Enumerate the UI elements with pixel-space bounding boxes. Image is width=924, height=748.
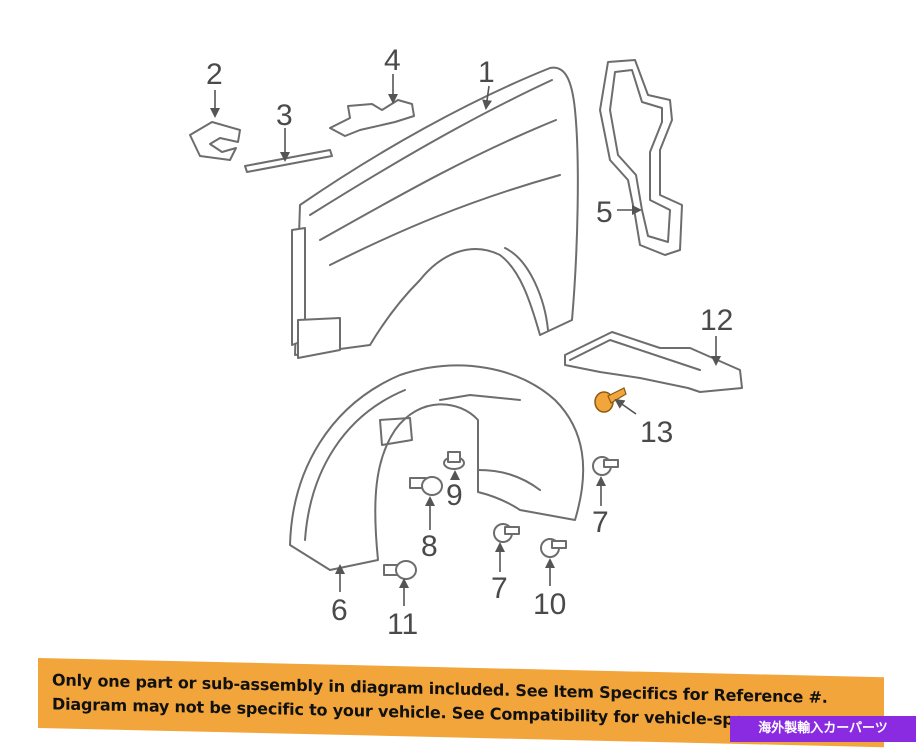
bolt-fastener-8 bbox=[409, 476, 443, 496]
pin-fastener-10 bbox=[540, 538, 567, 558]
callout-7a: 7 bbox=[592, 506, 609, 539]
callout-5: 5 bbox=[596, 196, 613, 229]
callout-1: 1 bbox=[478, 56, 495, 89]
seller-watermark: 海外製輸入カーパーツ bbox=[730, 716, 916, 742]
nut-fastener-9 bbox=[443, 451, 465, 470]
callout-6: 6 bbox=[331, 594, 348, 627]
parts-diagram: 1 2 3 4 5 6 7 7 8 9 10 11 12 13 bbox=[189, 44, 743, 641]
pin-fastener-7a bbox=[592, 456, 619, 476]
callout-11: 11 bbox=[387, 608, 418, 641]
callout-10: 10 bbox=[533, 588, 566, 621]
callout-3: 3 bbox=[276, 99, 293, 132]
pin-fastener-7b bbox=[493, 523, 520, 543]
callout-2: 2 bbox=[206, 58, 223, 91]
wheelhouse-liner-part bbox=[289, 364, 585, 571]
seal-part bbox=[599, 59, 683, 256]
callout-8: 8 bbox=[421, 530, 438, 563]
callout-4: 4 bbox=[384, 44, 401, 77]
callout-7b: 7 bbox=[491, 572, 508, 605]
push-pin-highlighted-part bbox=[594, 387, 627, 413]
callout-9: 9 bbox=[446, 479, 463, 512]
callout-12: 12 bbox=[700, 304, 733, 337]
rod-part bbox=[244, 149, 333, 173]
clip-part bbox=[189, 121, 241, 161]
leader-arrows bbox=[210, 74, 721, 606]
splash-shield-part bbox=[564, 331, 743, 393]
fender-part bbox=[291, 66, 579, 359]
bracket-part bbox=[329, 99, 415, 137]
bolt-fastener-11 bbox=[383, 560, 417, 580]
callout-13: 13 bbox=[640, 416, 673, 449]
